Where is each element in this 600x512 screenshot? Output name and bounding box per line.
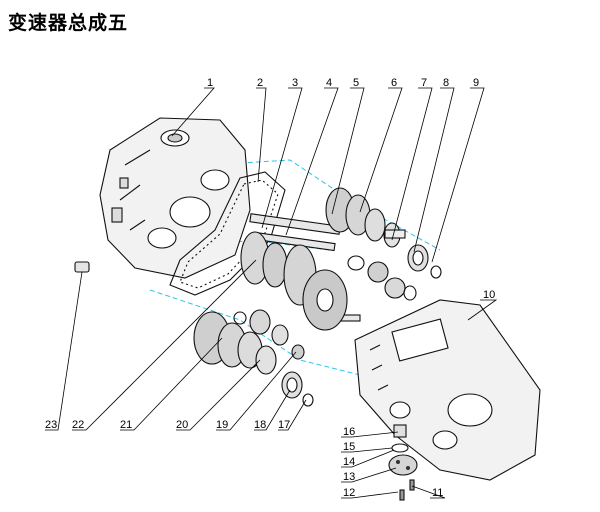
- callout-8: 8: [443, 77, 449, 89]
- callout-6: 6: [391, 77, 397, 89]
- callout-14: 14: [343, 456, 355, 468]
- callout-17: 17: [278, 419, 290, 431]
- callout-23: 23: [45, 419, 57, 431]
- gasket: [169, 171, 286, 296]
- callout-10: 10: [483, 289, 495, 301]
- callout-13: 13: [343, 471, 355, 483]
- upper-small-parts: [347, 255, 417, 301]
- front-housing: [99, 117, 251, 279]
- callout-11: 11: [432, 487, 443, 499]
- callout-22: 22: [72, 419, 84, 431]
- rear-housing: [354, 299, 541, 481]
- upper-gear-stack: [325, 187, 406, 248]
- diagram-title: 变速器总成五: [8, 12, 129, 34]
- callout-4: 4: [326, 77, 332, 89]
- callout-16: 16: [343, 426, 355, 438]
- leader-lines: [45, 87, 498, 499]
- callout-9: 9: [473, 77, 479, 89]
- callout-labels: 1 2 3 4 5 6 7 8 9 10 11 12 13 14 15 16 1…: [45, 77, 495, 499]
- callout-3: 3: [292, 77, 298, 89]
- plug: [74, 261, 90, 273]
- bearing-lower: [281, 344, 314, 407]
- callout-7: 7: [421, 77, 427, 89]
- callout-19: 19: [216, 419, 228, 431]
- callout-5: 5: [353, 77, 359, 89]
- callout-20: 20: [176, 419, 188, 431]
- callout-12: 12: [343, 487, 355, 499]
- callout-1: 1: [207, 77, 213, 89]
- callout-21: 21: [120, 419, 132, 431]
- lower-gear-stack: [193, 309, 289, 375]
- callout-15: 15: [343, 441, 355, 453]
- callout-2: 2: [257, 77, 263, 89]
- bearing-upper: [407, 244, 442, 279]
- cover-fasteners: [388, 424, 418, 501]
- callout-18: 18: [254, 419, 266, 431]
- main-gear-cluster: [240, 231, 348, 331]
